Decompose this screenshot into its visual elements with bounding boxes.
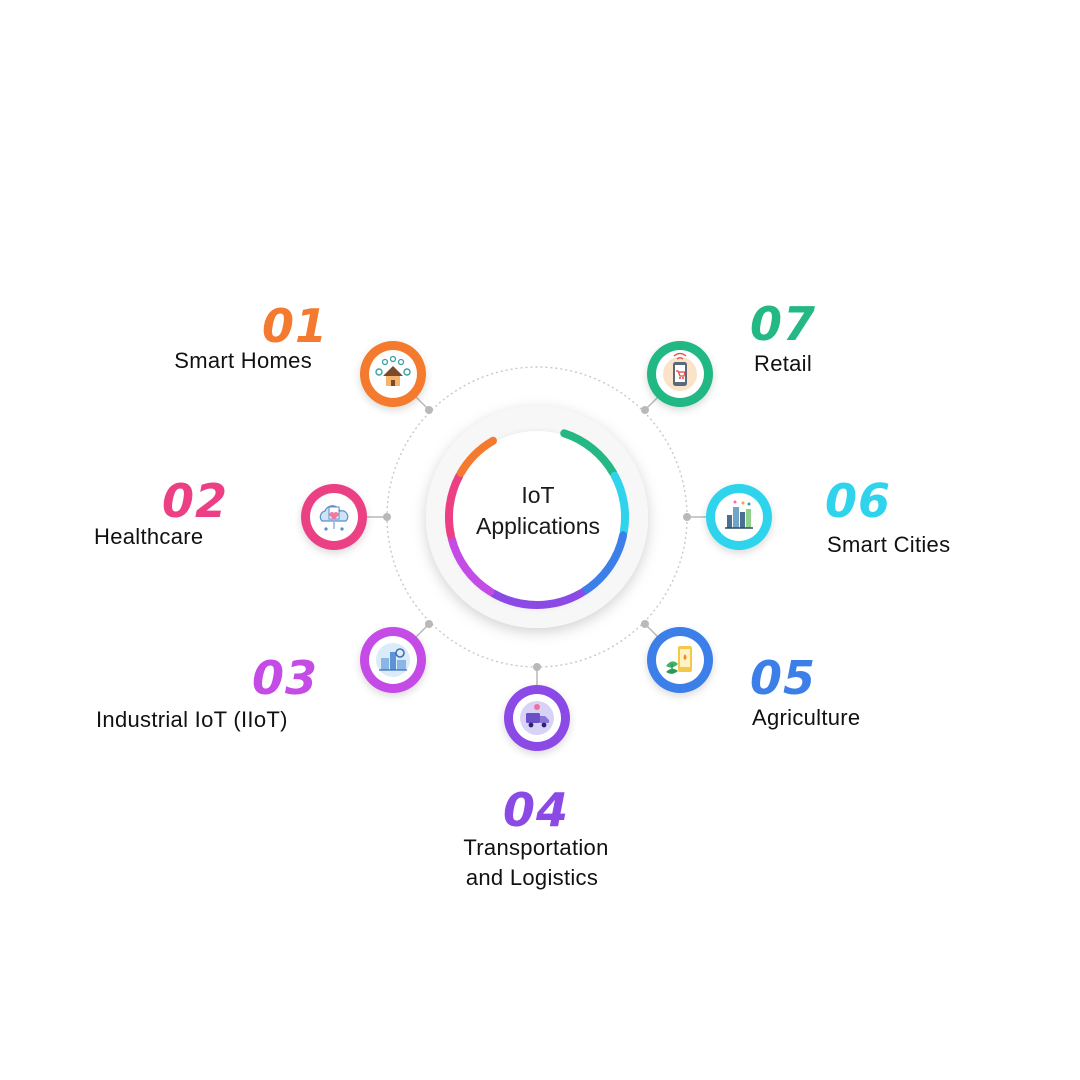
item-number-02: 02 — [162, 474, 229, 528]
ring-segment-03 — [447, 534, 495, 596]
ring-segment-06 — [610, 471, 630, 537]
item-label-transportation-line2: and Logistics — [465, 865, 599, 890]
connector-dot — [533, 663, 541, 671]
ring-segment-04 — [489, 589, 585, 609]
item-number-06: 06 — [825, 474, 892, 528]
center-title-line2: Applications — [475, 513, 601, 539]
item-number-03: 03 — [252, 651, 319, 705]
city-buildings-icon — [725, 500, 753, 529]
item-label-industrial-iot: Industrial IoT (IIoT) — [96, 707, 288, 732]
item-label-retail: Retail — [754, 351, 813, 376]
mobile-cart-icon — [663, 352, 697, 391]
application-nodes — [301, 341, 772, 751]
ring-segment-01 — [456, 436, 497, 477]
smart-home-icon — [375, 355, 411, 386]
ring-segment-07 — [560, 429, 618, 477]
item-number-04: 04 — [503, 783, 570, 837]
center-title: IoT Applications — [438, 480, 638, 542]
item-number-07: 07 — [750, 297, 817, 351]
connector-dot — [641, 620, 649, 628]
node-smart-homes[interactable] — [360, 341, 426, 407]
item-number-01: 01 — [262, 299, 329, 353]
center-title-line1: IoT — [521, 482, 555, 508]
node-transportation[interactable] — [504, 685, 570, 751]
connector-dot — [641, 406, 649, 414]
ring-segment-02 — [445, 471, 464, 540]
node-agriculture[interactable] — [647, 627, 713, 693]
item-number-05: 05 — [750, 651, 817, 705]
connector-dot — [383, 513, 391, 521]
connector-dot — [425, 406, 433, 414]
node-industrial-iot[interactable] — [360, 627, 426, 693]
center-disc-inner — [451, 431, 623, 603]
ring-segment-05 — [579, 531, 628, 596]
center-color-ring — [445, 429, 630, 609]
node-retail[interactable] — [647, 341, 713, 407]
node-healthcare[interactable] — [301, 484, 367, 550]
healthcare-cloud-icon — [319, 505, 349, 531]
item-label-transportation-line1: Transportation — [463, 835, 609, 860]
industrial-factory-icon — [376, 643, 410, 677]
item-label-smart-cities: Smart Cities — [827, 532, 951, 557]
item-label-agriculture: Agriculture — [752, 705, 861, 730]
agriculture-plant-icon — [666, 646, 692, 674]
connector-dot — [425, 620, 433, 628]
node-smart-cities[interactable] — [706, 484, 772, 550]
item-label-smart-homes: Smart Homes — [174, 348, 312, 373]
connector-dot — [683, 513, 691, 521]
truck-icon — [520, 701, 554, 735]
item-label-healthcare: Healthcare — [94, 524, 204, 549]
